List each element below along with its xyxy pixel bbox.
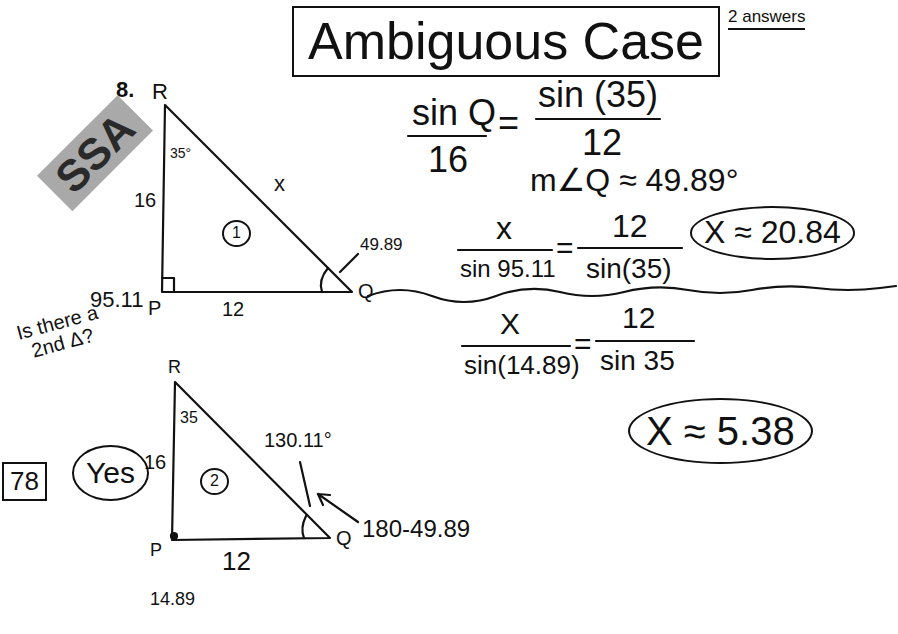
fraction-bar [462,345,570,347]
triangle-two [172,382,330,540]
fraction-bar [536,118,660,120]
angle-label: 35° [170,146,191,161]
note-text: 2 answers [728,8,805,30]
node-text: 1 [232,225,241,242]
triangle-one [162,105,352,292]
node-text: 2 [210,473,219,490]
angle-arc [321,268,328,292]
formula-text: 16 [428,141,468,179]
side-label: 16 [134,190,156,211]
angle-label: 130.11° [264,430,332,451]
vertex-label: R [168,358,181,377]
fraction-bar [458,249,552,251]
answer-ellipse: X ≈ 20.84 [690,206,855,260]
leader-line [300,462,310,506]
formula-text: 12 [612,210,648,244]
angle-label: 95.11 [90,288,143,311]
node-text: Ambiguous Case [308,14,704,69]
formula-text: m∠Q ≈ 49.89° [530,164,738,198]
angle-mark [162,278,174,292]
angle-label: 49.89 [360,236,403,254]
fraction-bar [408,135,486,137]
formula-text: sin Q [412,94,496,132]
side-label: 12 [222,548,251,575]
vertex-label: Q [358,281,374,302]
divider-wave [368,286,896,302]
note-text: Is there a 2nd Δ? [14,302,106,364]
node-text: Yes [86,457,135,489]
formula-text: 12 [582,124,622,162]
page-number-box: 78 [2,462,47,501]
fraction-bar [578,247,682,249]
formula-text: sin(35) [586,254,672,283]
formula-text: sin 35 [600,346,675,375]
angle-label: 14.89 [150,590,195,609]
side-label: 16 [144,452,166,473]
circled-number: 1 [222,220,251,247]
formula-text: = [574,328,592,360]
formula-text: = [556,232,574,264]
formula-text: sin 95.11 [460,256,556,281]
arrow-line [318,494,358,522]
vertex-dot [171,533,177,539]
arrow-head [318,494,330,505]
answer-circle: Yes [72,445,149,501]
side-label: x [274,172,285,195]
node-text: X ≈ 5.38 [646,410,795,452]
formula-text: 12 [622,302,655,334]
angle-arc [302,516,306,538]
side-label: 12 [222,299,244,320]
formula-text: x [496,212,512,246]
formula-text: X [500,308,520,340]
title-box: Ambiguous Case [292,6,720,77]
vertex-label: R [152,80,168,103]
vertex-label: P [148,298,161,319]
node-text: X ≈ 20.84 [704,216,841,250]
node-text: 78 [10,468,39,495]
note-text: 180-49.89 [362,516,470,541]
leader-line [340,254,358,272]
vertex-label: P [150,541,162,560]
vertex-label: Q [336,528,352,549]
answer-ellipse: X ≈ 5.38 [628,398,813,464]
formula-text: = [498,104,519,142]
circled-number: 2 [200,468,229,495]
formula-text: sin (35) [538,76,658,114]
angle-label: 35 [180,410,198,427]
fraction-bar [596,340,694,342]
formula-text: sin(14.89) [464,352,580,379]
